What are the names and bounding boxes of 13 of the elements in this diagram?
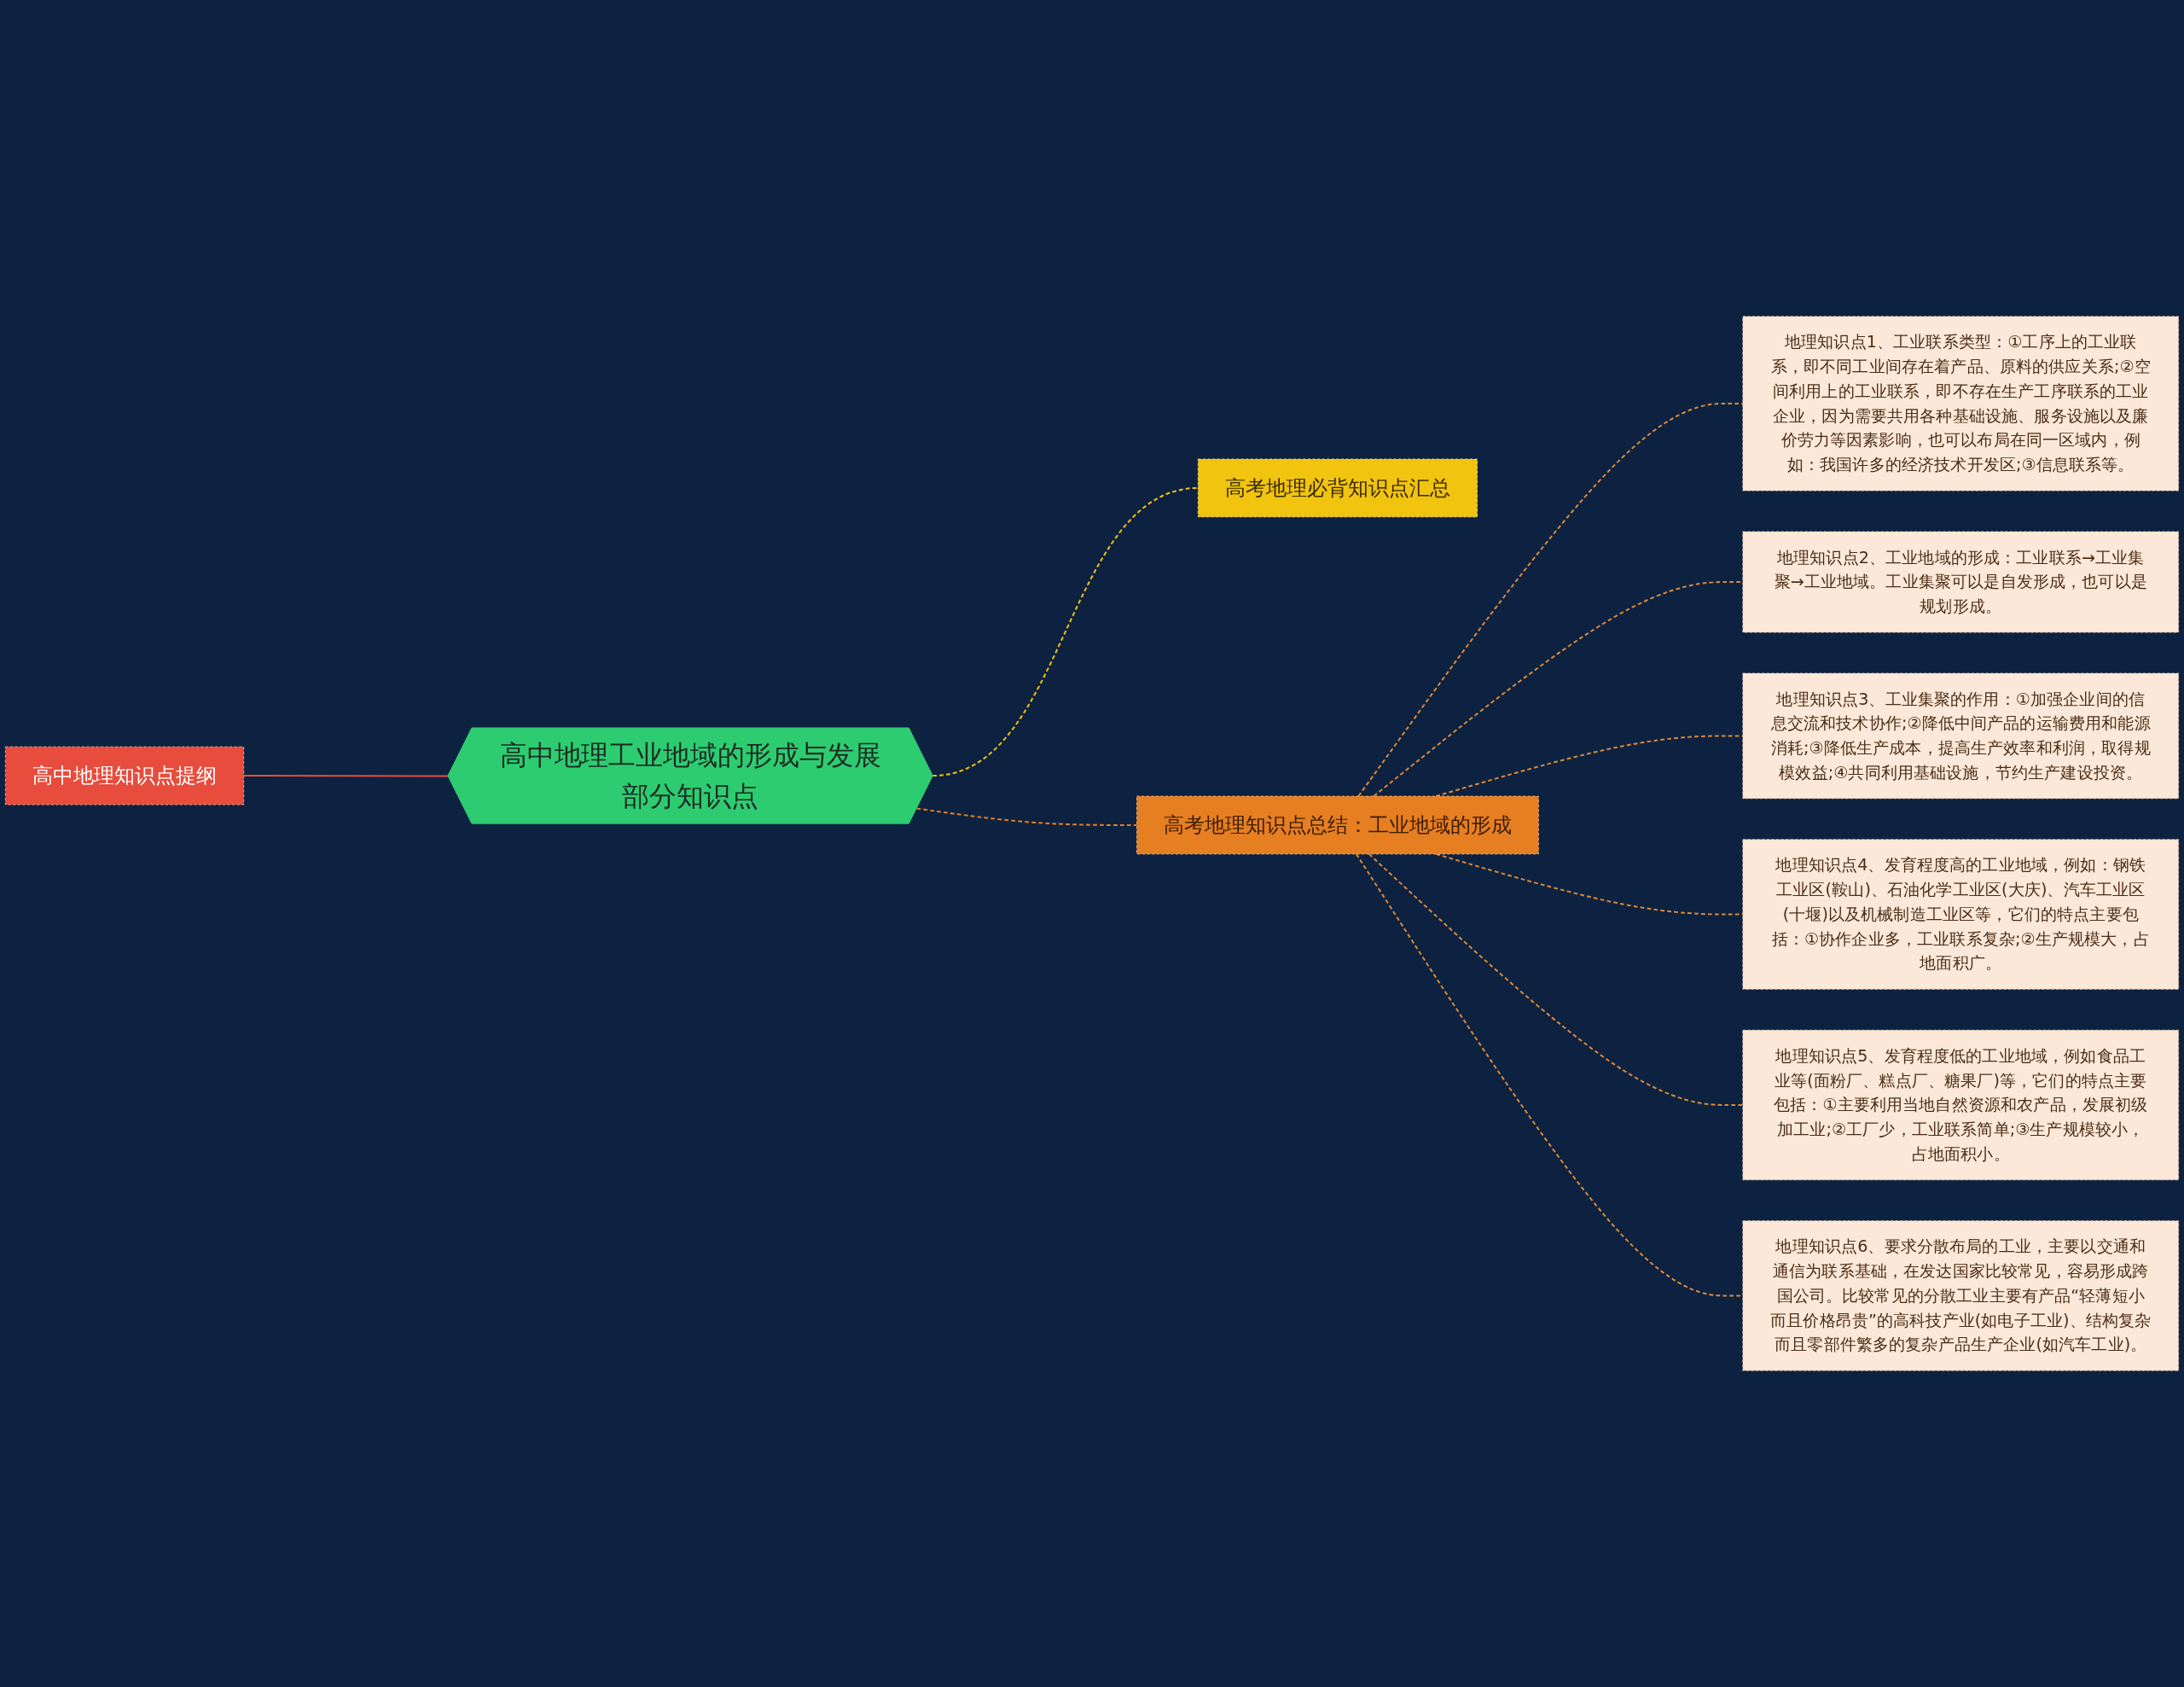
- connector: [915, 807, 1138, 826]
- node-box: [1136, 795, 1539, 855]
- node-box: [1742, 839, 2179, 990]
- connector: [1368, 852, 1744, 1106]
- node-box: [4, 746, 245, 806]
- connector: [1355, 852, 1744, 1297]
- node-box: [1742, 316, 2179, 492]
- node-box: [1197, 458, 1478, 518]
- node-box: [1742, 531, 2179, 633]
- connector: [242, 775, 450, 777]
- node-box: [1742, 1029, 2179, 1181]
- node-box: [1742, 1220, 2179, 1371]
- node-box: [1742, 672, 2179, 800]
